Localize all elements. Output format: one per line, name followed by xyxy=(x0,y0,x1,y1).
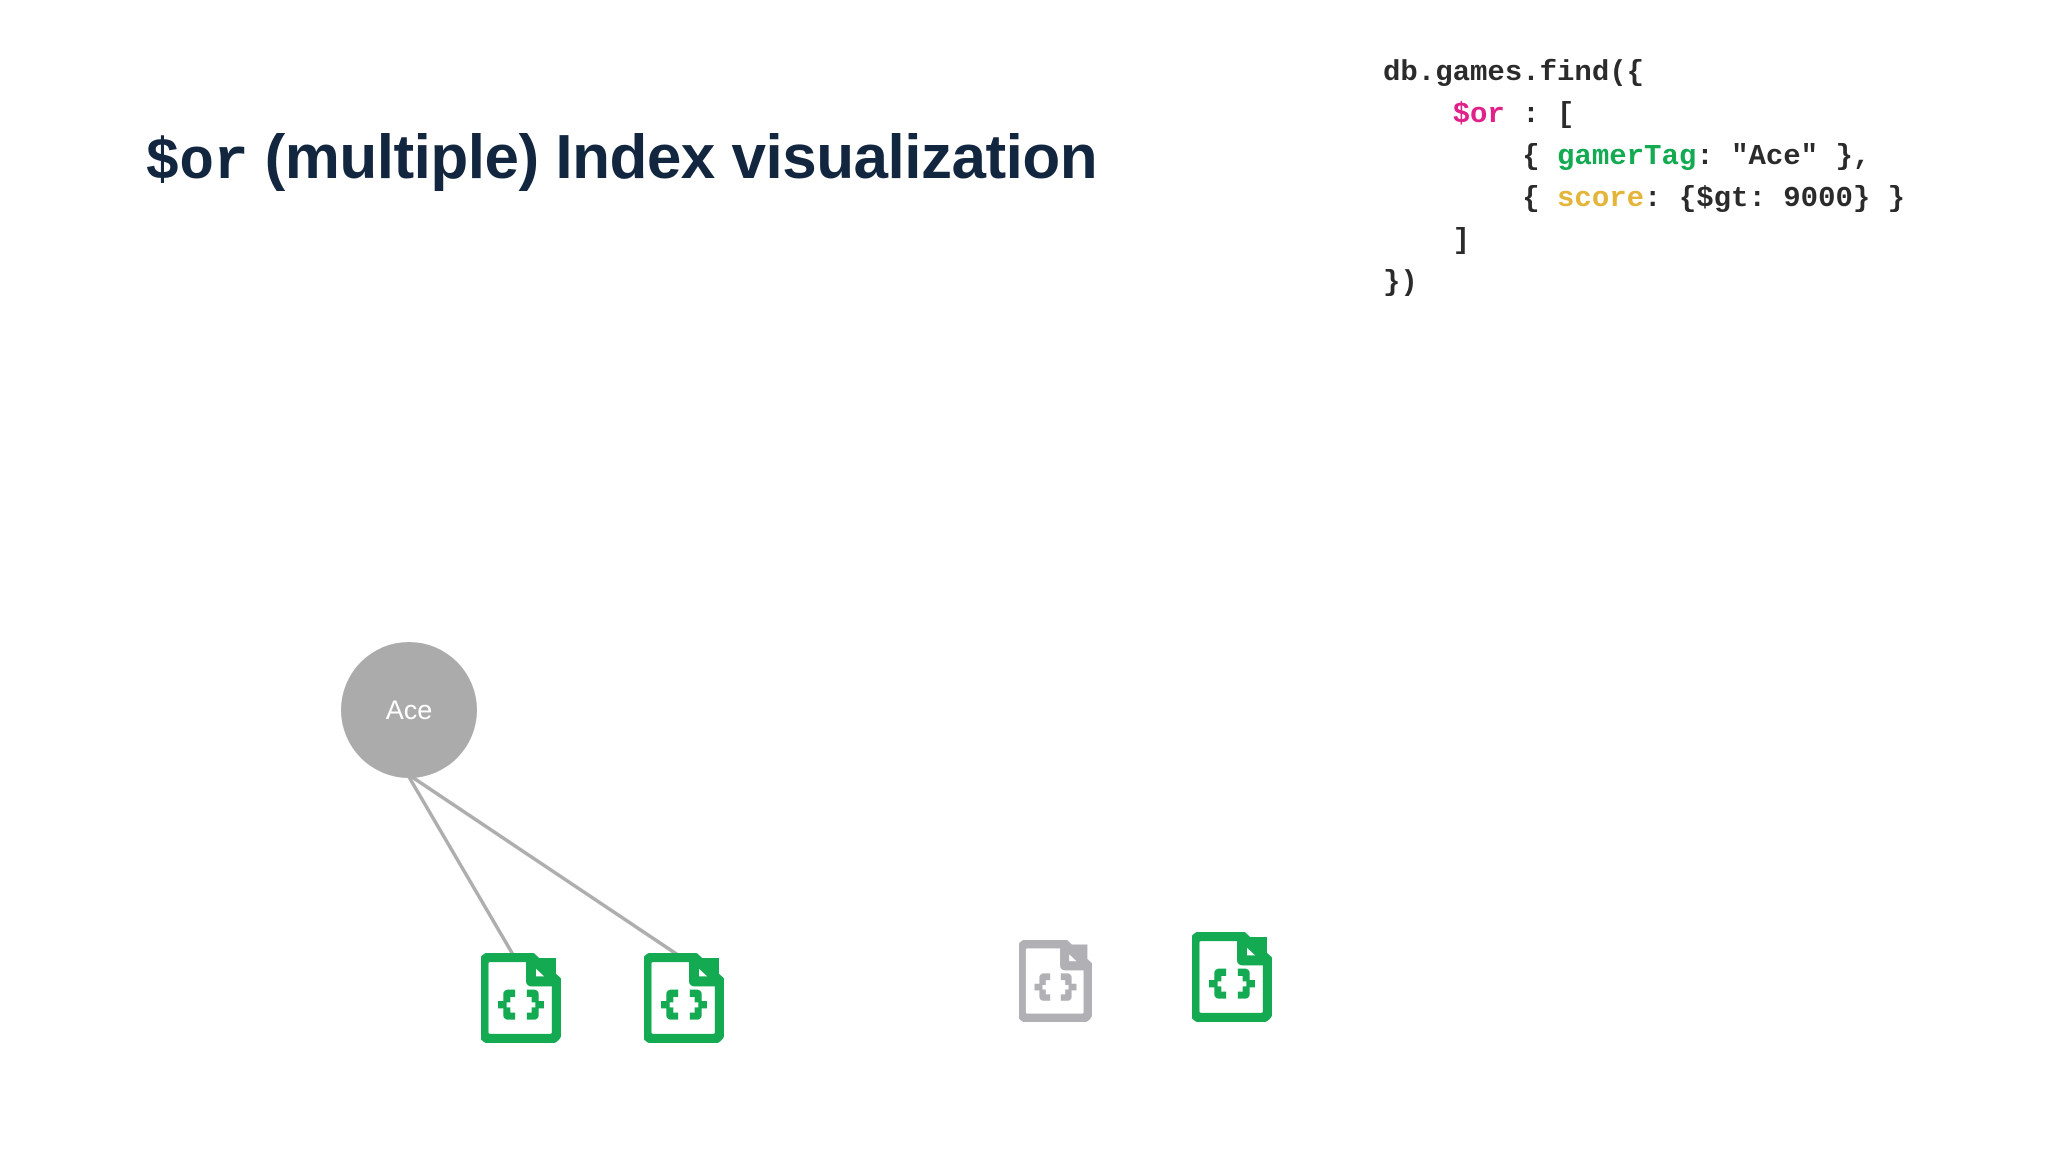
page-title-operator: $or xyxy=(145,131,248,196)
query-code-snippet: db.games.find({ $or : [ { gamerTag: "Ace… xyxy=(1383,52,1905,304)
code-token: gamerTag xyxy=(1557,140,1697,173)
code-token: $or xyxy=(1452,98,1505,131)
code-token: }) xyxy=(1383,266,1418,299)
code-token: : [ xyxy=(1504,98,1575,131)
code-line-1: db.games.find({ xyxy=(1383,52,1905,94)
code-token: { xyxy=(1383,182,1558,215)
page-title: $or (multiple) Index visualization xyxy=(145,123,1098,196)
code-token: score xyxy=(1557,182,1645,215)
code-line-6: }) xyxy=(1383,262,1905,304)
page-title-rest: (multiple) Index visualization xyxy=(247,123,1098,192)
json-document-icon-doc-4[interactable] xyxy=(1192,932,1272,1022)
code-token: ] xyxy=(1383,224,1471,257)
json-document-icon-doc-3[interactable] xyxy=(1019,940,1092,1022)
code-line-2: $or : [ xyxy=(1383,94,1905,136)
code-line-3: { gamerTag: "Ace" }, xyxy=(1383,136,1905,178)
edge-layer xyxy=(407,775,679,959)
index-key-node-ace[interactable]: Ace xyxy=(341,642,477,778)
code-token: : "Ace" }, xyxy=(1696,140,1871,173)
json-document-icon-doc-2[interactable] xyxy=(644,953,724,1043)
index-edge xyxy=(407,776,517,959)
code-token: { xyxy=(1383,140,1558,173)
index-edge xyxy=(411,775,679,957)
code-line-4: { score: {$gt: 9000} } xyxy=(1383,178,1905,220)
index-key-node-label: Ace xyxy=(385,694,433,725)
code-token: db.games.find({ xyxy=(1383,56,1645,89)
json-document-icon-doc-1[interactable] xyxy=(481,953,561,1043)
code-line-5: ] xyxy=(1383,220,1905,262)
code-token: : {$gt: 9000} } xyxy=(1644,182,1906,215)
